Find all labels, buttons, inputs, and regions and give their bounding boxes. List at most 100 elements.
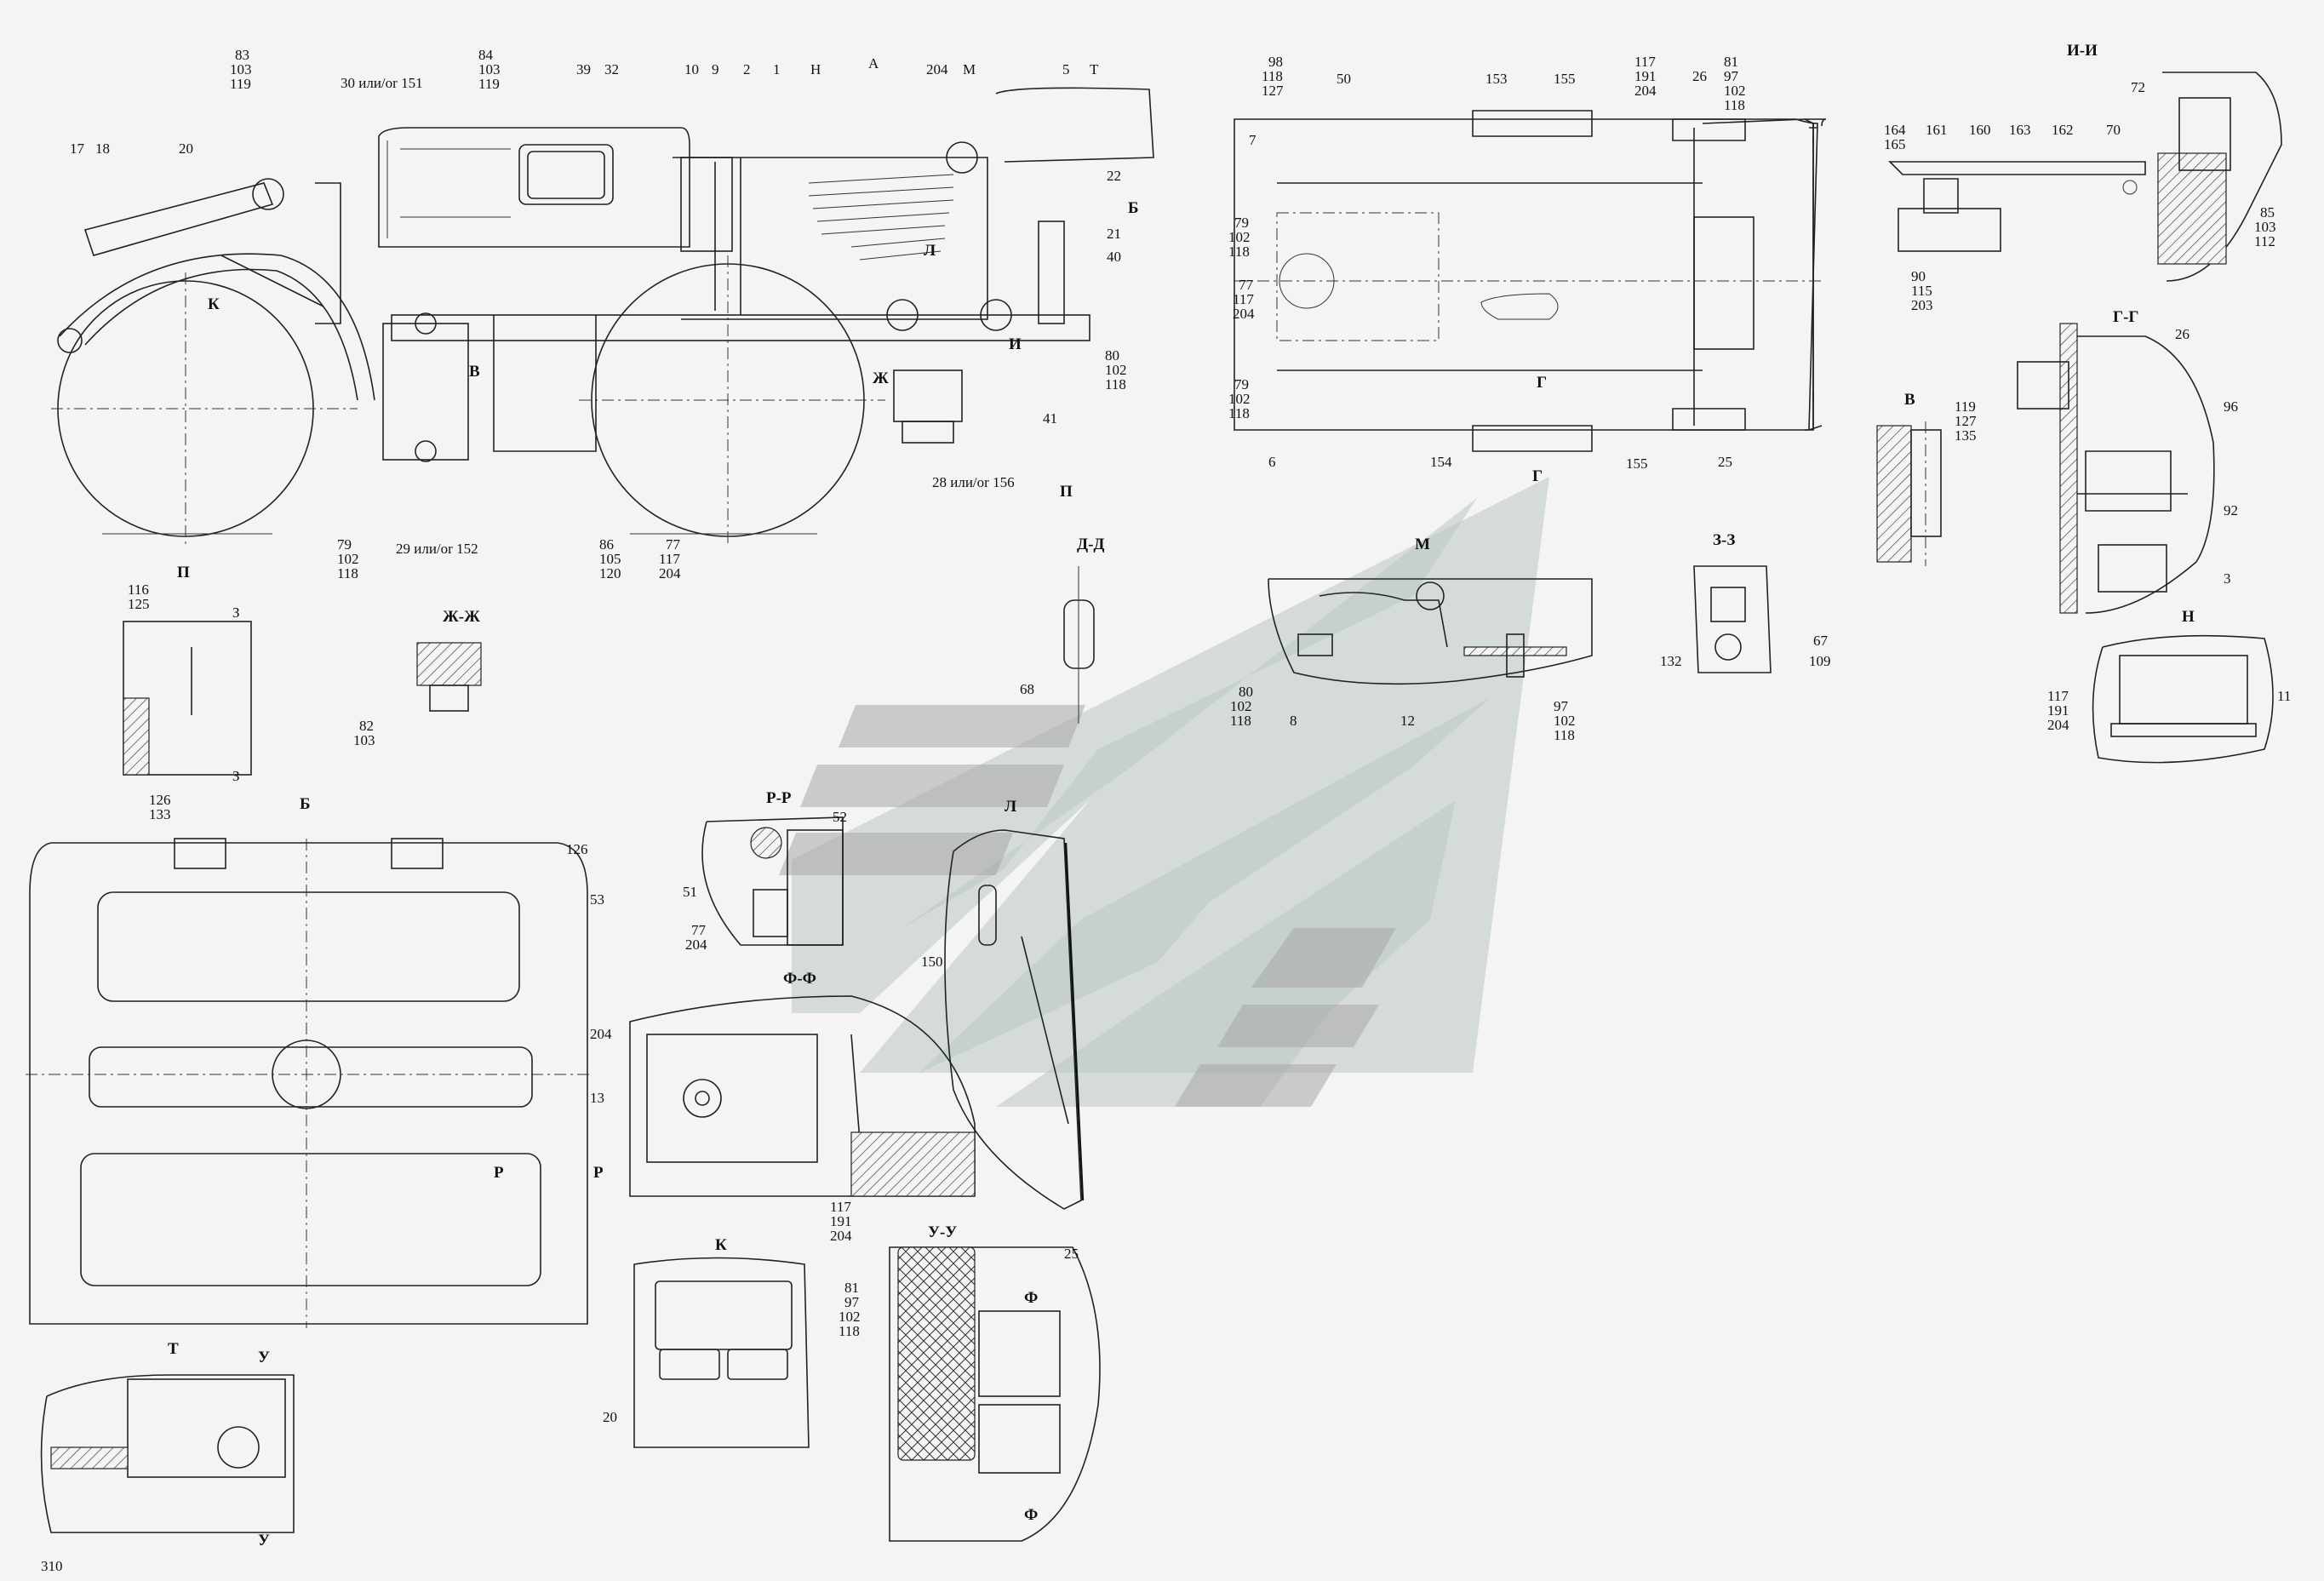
callout: 155 — [1554, 71, 1576, 87]
callout: 8 — [1290, 713, 1297, 729]
callout: 150 — [921, 954, 943, 970]
view-title: У-У — [928, 1223, 957, 1241]
top-view — [1234, 110, 1827, 452]
callout: Г — [1532, 467, 1543, 485]
view-t: Т У У — [40, 1340, 295, 1549]
callout: 165 — [1884, 136, 1906, 152]
callout: 85 — [2260, 204, 2275, 221]
callout: 92 — [2224, 502, 2238, 518]
callout: У — [258, 1349, 270, 1366]
callout: 109 — [1809, 653, 1831, 669]
callout: 204 — [1634, 83, 1657, 99]
callout: 153 — [1485, 71, 1508, 87]
callout: 118 — [1230, 713, 1251, 729]
callout: 119 — [478, 76, 500, 92]
callout: 32 — [604, 61, 619, 77]
view-title: Л — [1005, 798, 1016, 816]
callout: 53 — [590, 891, 604, 908]
callout: 77 — [666, 536, 681, 553]
callout: П — [1060, 483, 1073, 501]
callout: 81 — [1724, 54, 1738, 70]
callout: 117 — [830, 1199, 851, 1215]
callout: 7 — [1249, 132, 1256, 148]
callout: 70 — [2106, 122, 2121, 138]
callout: Л — [924, 242, 936, 260]
callout: 127 — [1955, 413, 1977, 429]
view-zhzh: Ж-Ж 82 103 — [353, 608, 482, 748]
callout: 25 — [1718, 454, 1732, 470]
callout: В — [469, 363, 480, 381]
callout: 1 — [773, 61, 781, 77]
callout: 155 — [1626, 455, 1648, 472]
callout: 191 — [2047, 702, 2069, 719]
callout: 98 — [1268, 54, 1283, 70]
callout: 117 — [659, 551, 680, 567]
callout: 20 — [179, 140, 193, 157]
callout: 102 — [839, 1309, 861, 1325]
callout: 12 — [1400, 713, 1415, 729]
callout: 116 — [128, 581, 149, 598]
callout: 22 — [1107, 168, 1121, 184]
callout: 204 — [659, 565, 681, 581]
callout: 67 — [1813, 633, 1829, 649]
callout: 20 — [603, 1409, 617, 1425]
callout: 117 — [2047, 688, 2069, 704]
main-frame — [391, 314, 1090, 341]
callout: 2 — [743, 61, 751, 77]
callout: Ф — [1024, 1506, 1038, 1524]
callout: 118 — [1724, 97, 1745, 113]
view-m: М 80 102 118 8 12 97 102 118 — [1230, 536, 1593, 743]
callout: 84 — [478, 47, 494, 63]
callout: 68 — [1020, 681, 1034, 697]
callout: 102 — [1554, 713, 1576, 729]
callout: Ф — [1024, 1289, 1038, 1307]
view-v: В 119 127 135 — [1876, 391, 1977, 566]
callout: У — [258, 1532, 270, 1549]
callout: 83 — [235, 47, 249, 63]
callout: 118 — [1228, 243, 1250, 260]
callout: 102 — [1724, 83, 1746, 99]
top-view-callouts: 98 118 127 50 153 155 117 191 204 26 81 … — [1228, 54, 1746, 485]
callout: 82 — [359, 718, 374, 734]
view-ff: Ф-Ф 117 191 204 — [629, 970, 976, 1244]
callout: 77 — [691, 922, 707, 938]
view-b: Б 126 133 126 53 204 13 Р Р — [26, 792, 612, 1328]
view-title: Ф-Ф — [783, 970, 816, 988]
callout: 204 — [926, 61, 948, 77]
callout: 161 — [1926, 122, 1948, 138]
callout: 191 — [830, 1213, 852, 1229]
callout: Ж — [873, 369, 889, 387]
callout: 10 — [684, 61, 699, 77]
callout: 96 — [2224, 398, 2238, 415]
callout: 13 — [590, 1090, 604, 1106]
callout: 41 — [1043, 410, 1057, 427]
view-ii: И-И 72 164 165 161 160 163 162 70 90 115… — [1884, 42, 2282, 313]
callout: Н — [810, 61, 821, 77]
callout: 135 — [1955, 427, 1977, 444]
callout: 117 — [1233, 291, 1254, 307]
callout: З — [232, 604, 240, 621]
callout: 103 — [230, 61, 252, 77]
callout: 127 — [1262, 83, 1284, 99]
callout: 125 — [128, 596, 150, 612]
callout: Р — [593, 1164, 604, 1182]
view-title: Н — [2182, 608, 2195, 626]
callout: 132 — [1660, 653, 1682, 669]
view-title: М — [1415, 536, 1430, 553]
callout: 118 — [1105, 376, 1126, 392]
view-title: Т — [168, 1340, 179, 1358]
callout: 118 — [1554, 727, 1575, 743]
main-side-view — [51, 87, 1154, 545]
view-gg: Г-Г 26 96 92 3 — [2017, 308, 2238, 614]
callout: 204 — [2047, 717, 2069, 733]
view-title: Р-Р — [766, 789, 792, 807]
callout: 11 — [2277, 688, 2291, 704]
callout: 133 — [149, 806, 171, 822]
callout: З — [232, 768, 240, 784]
callout: 26 — [2175, 326, 2189, 342]
callout: 86 — [599, 536, 614, 553]
callout: 118 — [839, 1323, 860, 1339]
main-view-callouts: 83 103 119 30 или/or 151 84 103 119 39 3… — [70, 47, 1139, 581]
callout: 203 — [1911, 297, 1933, 313]
